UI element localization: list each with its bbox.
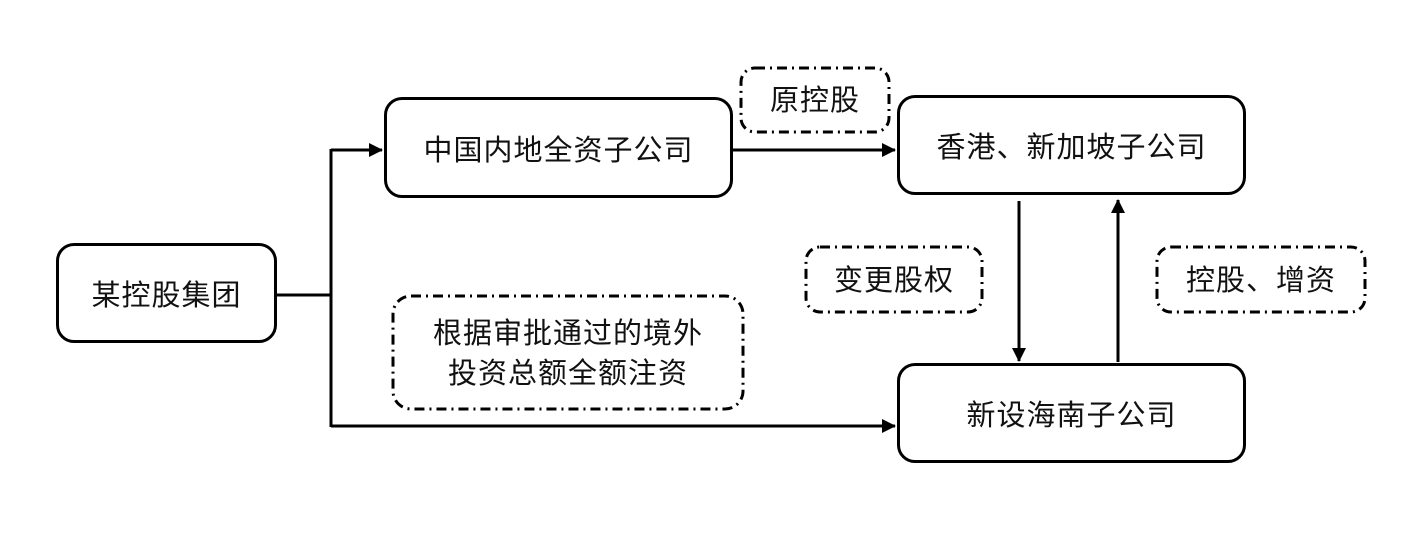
node-mainland-subsidiary-label: 中国内地全资子公司 — [423, 132, 694, 167]
edge-label-original-holding: 原控股 — [741, 68, 889, 132]
edge-label-full-investment: 根据审批通过的境外 投资总额全额注资 — [393, 296, 743, 409]
label-border-holding-increase — [1155, 245, 1367, 314]
node-holding-group[interactable]: 某控股集团 — [56, 243, 277, 343]
edge-label-full-investment-text: 根据审批通过的境外 投资总额全额注资 — [432, 315, 703, 390]
node-mainland-subsidiary[interactable]: 中国内地全资子公司 — [384, 97, 733, 198]
node-hk-sg-subsidiary-label: 香港、新加坡子公司 — [936, 130, 1207, 164]
node-hainan-subsidiary[interactable]: 新设海南子公司 — [897, 363, 1246, 463]
edge-label-original-holding-text: 原控股 — [769, 83, 860, 117]
label-border-original-holding — [739, 66, 891, 134]
node-holding-group-label: 某控股集团 — [91, 278, 242, 312]
edge-label-holding-increase: 控股、增资 — [1157, 247, 1365, 312]
label-border-full-investment — [391, 294, 745, 411]
edge-label-equity-change: 变更股权 — [806, 247, 982, 312]
node-hk-sg-subsidiary[interactable]: 香港、新加坡子公司 — [897, 95, 1246, 195]
label-border-equity-change — [804, 245, 984, 314]
node-hainan-subsidiary-label: 新设海南子公司 — [966, 398, 1177, 432]
edge-label-holding-increase-text: 控股、增资 — [1185, 262, 1336, 297]
edge-label-equity-change-text: 变更股权 — [833, 262, 954, 297]
